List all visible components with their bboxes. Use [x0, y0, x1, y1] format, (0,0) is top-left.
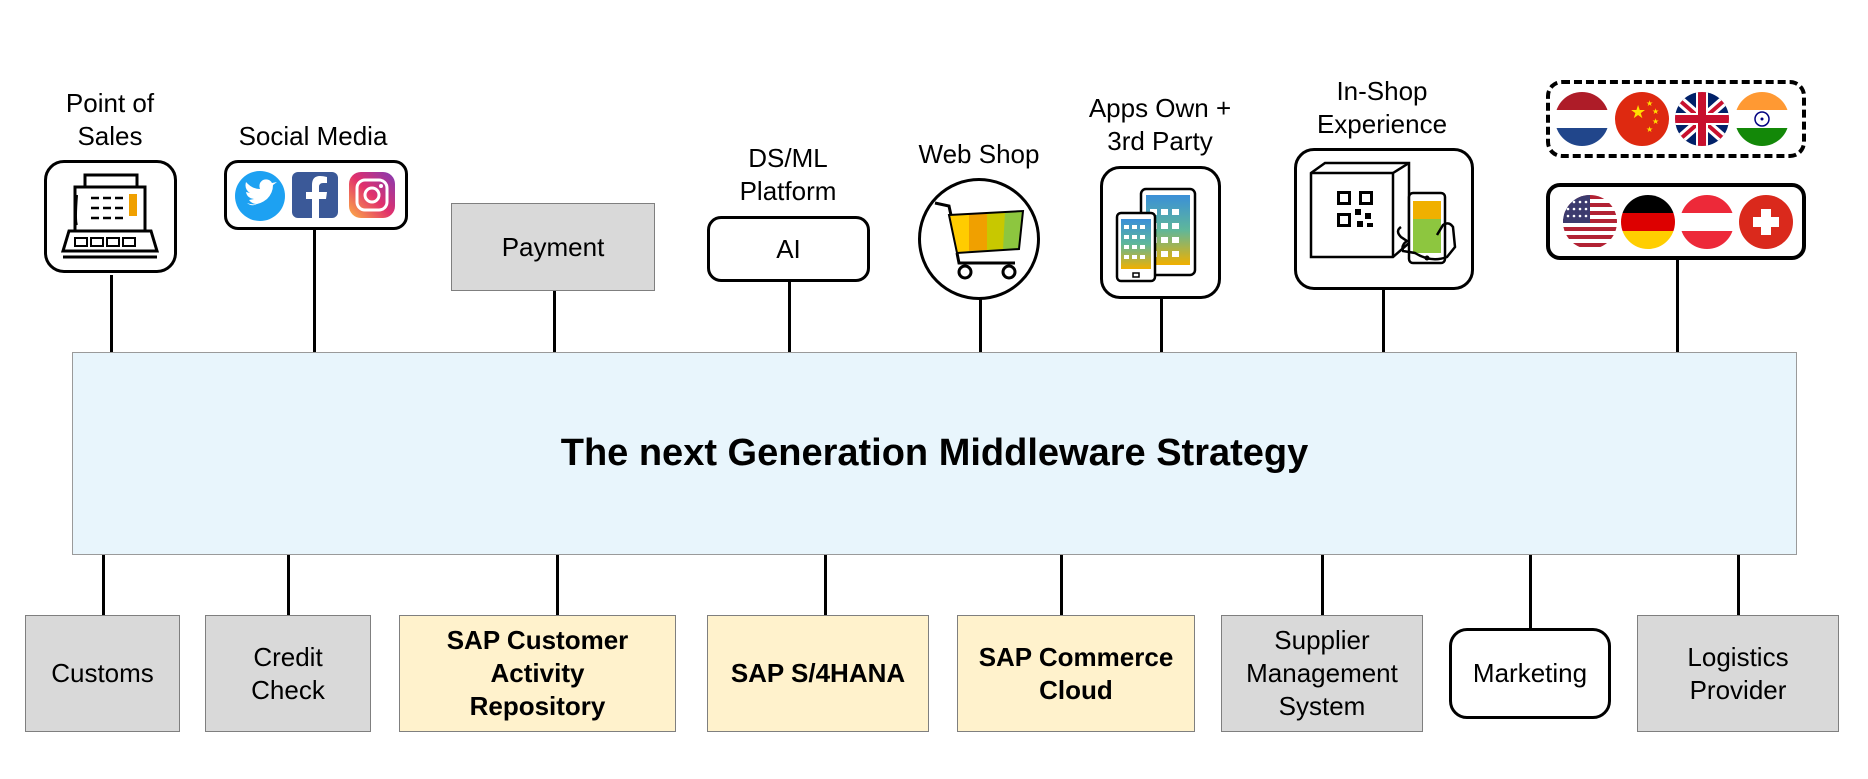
austria-flag — [1680, 195, 1734, 249]
in-shop-box — [1294, 148, 1474, 290]
qr-code-phone-icon — [1309, 161, 1457, 265]
sap-s4hana-label: SAP S/4HANA — [730, 658, 906, 688]
ai-box: AI — [707, 216, 870, 282]
payment-label: Payment — [501, 231, 605, 262]
label-dsml-platform: DS/ML Platform — [739, 143, 837, 206]
logistics-provider-box: Logistics Provider — [1637, 615, 1839, 732]
supplier-management-box: Supplier Management System — [1221, 615, 1423, 732]
connector-pos — [110, 275, 113, 355]
sap-commerce-cloud-box: SAP Commerce Cloud — [957, 615, 1195, 732]
label-web-shop: Web Shop — [918, 139, 1040, 169]
switzerland-flag — [1739, 195, 1793, 249]
label-apps: Apps Own + 3rd Party — [1088, 93, 1232, 156]
marketing-box: Marketing — [1449, 628, 1611, 719]
credit-check-box: Credit Check — [205, 615, 371, 732]
netherlands-flag — [1555, 92, 1609, 146]
social-media-box — [224, 160, 408, 230]
label-in-shop-experience: In-Shop Experience — [1316, 76, 1448, 139]
connector-webshop — [979, 296, 982, 355]
customs-box: Customs — [25, 615, 180, 732]
germany-flag — [1621, 195, 1675, 249]
marketing-label: Marketing — [1472, 658, 1588, 688]
label-social-media: Social Media — [238, 121, 388, 151]
ai-label: AI — [776, 233, 801, 264]
middleware-title: The next Generation Middleware Strategy — [560, 432, 1309, 474]
connector-marketing — [1529, 555, 1532, 630]
supplier-management-label: Supplier Management System — [1246, 625, 1398, 721]
svg-text:★: ★ — [1652, 107, 1659, 116]
customs-label: Customs — [51, 658, 154, 688]
connector-payment — [553, 290, 556, 355]
instagram-icon — [349, 172, 395, 218]
connector-ai — [788, 282, 791, 355]
payment-box: Payment — [451, 203, 655, 291]
shopping-cart-icon — [934, 201, 1025, 280]
middleware-strategy-box: The next Generation Middleware Strategy — [72, 352, 1797, 555]
connector-social — [313, 229, 316, 355]
flags-group-2 — [1546, 183, 1806, 260]
connector-flags — [1676, 258, 1679, 355]
apps-box — [1100, 166, 1221, 299]
china-flag: ★ ★ ★ ★ ★ — [1615, 92, 1669, 146]
label-point-of-sales: Point of Sales — [65, 88, 155, 151]
usa-flag — [1563, 195, 1617, 249]
flags-group-1: ★ ★ ★ ★ ★ — [1546, 80, 1806, 158]
connector-s4 — [824, 555, 827, 617]
facebook-icon — [292, 172, 338, 218]
cash-register-icon — [60, 173, 160, 259]
credit-check-label: Credit Check — [251, 641, 325, 705]
web-shop-circle — [918, 178, 1040, 300]
tablet-phone-icon — [1115, 187, 1197, 283]
svg-text:★: ★ — [1646, 125, 1653, 134]
india-flag — [1735, 92, 1789, 146]
sap-car-box: SAP Customer Activity Repository — [399, 615, 676, 732]
sap-s4hana-box: SAP S/4HANA — [707, 615, 929, 732]
connector-logistics — [1737, 555, 1740, 617]
svg-text:★: ★ — [1630, 102, 1646, 123]
connector-credit — [287, 555, 290, 617]
twitter-icon — [235, 171, 285, 221]
connector-supplier — [1321, 555, 1324, 617]
uk-flag — [1675, 92, 1729, 146]
connector-commerce — [1060, 555, 1063, 617]
connector-inshop — [1382, 290, 1385, 355]
sap-car-label: SAP Customer Activity Repository — [446, 625, 629, 721]
sap-commerce-cloud-label: SAP Commerce Cloud — [978, 641, 1174, 705]
connector-sap-car — [556, 555, 559, 617]
logistics-provider-label: Logistics Provider — [1687, 641, 1789, 705]
svg-text:★: ★ — [1652, 117, 1659, 126]
svg-text:★: ★ — [1646, 99, 1653, 108]
point-of-sales-box — [44, 160, 177, 273]
connector-customs — [102, 555, 105, 617]
connector-apps — [1160, 298, 1163, 355]
